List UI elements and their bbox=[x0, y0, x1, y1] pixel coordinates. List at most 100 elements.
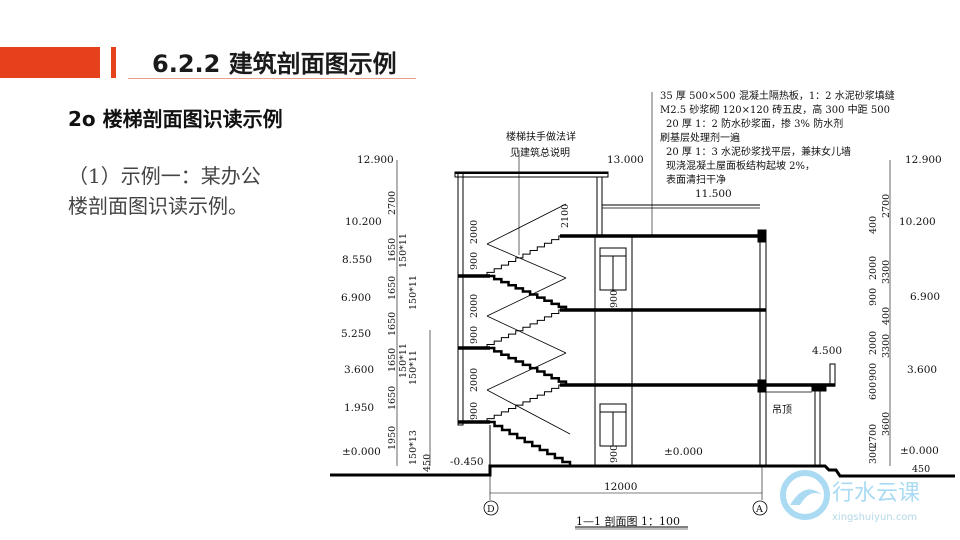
dimension-label: 2700 bbox=[387, 191, 398, 215]
stair-handrail bbox=[486, 203, 567, 245]
dimension-label: 900 bbox=[469, 252, 480, 270]
axis-d-label: D bbox=[487, 504, 495, 515]
roof-note: 35 厚 500×500 混凝土隔热板，1：2 水泥砂浆填缝 bbox=[660, 89, 895, 102]
roof-note: 刷基层处理剂一遍 bbox=[660, 131, 740, 144]
subheading: 2o 楼梯剖面图识读示例 bbox=[68, 107, 283, 131]
elevation-label: 6.900 bbox=[910, 291, 940, 303]
roof-note: M2.5 砂浆砌 120×120 砖五皮，高 300 中距 500 bbox=[660, 103, 890, 116]
dimension-label: 2000 bbox=[469, 368, 480, 392]
body-line-2: 楼剖面图识读示例。 bbox=[68, 194, 248, 218]
elevation-label: 12.900 bbox=[905, 154, 942, 166]
stair-handrail bbox=[486, 352, 567, 391]
dimension-label: 3600 bbox=[881, 412, 892, 436]
body-text: （1）示例一：某办公 楼剖面图识读示例。 bbox=[68, 161, 261, 221]
stair-handrail bbox=[486, 315, 567, 354]
stair-flight bbox=[486, 309, 566, 348]
dimension-label: 600 bbox=[868, 382, 879, 400]
elevation-label: 12.900 bbox=[357, 154, 394, 166]
right-dimensions: 2700 400 2000 3300 900 400 2000 3300 900… bbox=[868, 194, 930, 475]
left-elevations: 12.900 10.200 8.550 6.900 5.250 3.600 1.… bbox=[341, 154, 394, 458]
elevation-label: 13.000 bbox=[607, 154, 644, 166]
dimension-label: 450 bbox=[912, 464, 930, 475]
elevation-label: ±0.000 bbox=[900, 445, 939, 457]
accent-bar-thin bbox=[111, 47, 116, 78]
dimension-label: 150*11 bbox=[408, 350, 419, 385]
building-structure bbox=[330, 92, 955, 530]
left-dimensions: 2700 1650 1650 1650 1650 1650 1950 450 1… bbox=[387, 191, 433, 472]
dimension-label: 400 bbox=[881, 307, 892, 325]
dimension-label: 2000 bbox=[868, 331, 879, 355]
dimension-label: 1650 bbox=[387, 238, 398, 262]
elevation-label: 8.550 bbox=[342, 254, 372, 266]
dimension-label: 400 bbox=[868, 216, 879, 234]
dimension-label: 2000 bbox=[868, 256, 879, 280]
axis-a-bubble bbox=[752, 500, 768, 516]
elevation-label: 3.600 bbox=[907, 364, 937, 376]
watermark-logo-icon bbox=[780, 470, 830, 520]
watermark: 行水云课 xingshuiyun.com bbox=[780, 470, 920, 523]
ground-line bbox=[330, 464, 955, 478]
stair-flight bbox=[487, 346, 568, 385]
axis-a-label: A bbox=[755, 504, 763, 515]
dimension-label: 2000 bbox=[469, 294, 480, 318]
elevation-label: -0.450 bbox=[450, 456, 484, 468]
stair-handrail bbox=[486, 277, 567, 317]
stair-note: 楼梯扶手做法详 bbox=[506, 130, 576, 143]
roof-notes: 35 厚 500×500 混凝土隔热板，1：2 水泥砂浆填缝 M2.5 砂浆砌 … bbox=[660, 89, 895, 186]
accent-bar bbox=[0, 47, 100, 78]
elevation-label: 1.950 bbox=[344, 402, 374, 414]
elevation-label: 5.250 bbox=[341, 328, 371, 340]
elevation-label: 4.500 bbox=[812, 345, 842, 357]
dimension-label: 2700 bbox=[881, 194, 892, 218]
stair-flight bbox=[486, 384, 566, 422]
dimension-label: 3300 bbox=[881, 260, 892, 284]
roof-note: 现浇混凝土屋面板结构起坡 2%， bbox=[666, 159, 815, 172]
stair-handrail bbox=[486, 389, 571, 435]
elevation-label: ±0.000 bbox=[664, 446, 703, 458]
roof-note: 20 厚 1：2 防水砂浆面，掺 3% 防水剂 bbox=[666, 117, 843, 130]
dimension-label: 2100 bbox=[560, 204, 571, 228]
elevation-label: 11.500 bbox=[695, 188, 732, 200]
span-dimension: 12000 bbox=[604, 481, 637, 493]
dimension-label: 900 bbox=[469, 402, 480, 420]
dimension-label: 300 bbox=[868, 446, 879, 464]
dimension-label: 900 bbox=[469, 326, 480, 344]
dimension-label: 150*13 bbox=[408, 430, 419, 465]
stair-note: 见建筑总说明 bbox=[510, 146, 570, 159]
dimension-label: 150*11 bbox=[398, 233, 409, 268]
dimension-label: 1650 bbox=[387, 312, 398, 336]
axis-d-bubble bbox=[483, 500, 499, 516]
title-underline bbox=[128, 78, 416, 79]
elevation-label: 6.900 bbox=[341, 292, 371, 304]
dimension-label: 1650 bbox=[387, 348, 398, 372]
stair-handrail bbox=[486, 243, 567, 279]
dimension-label: 1650 bbox=[387, 276, 398, 300]
roof-note: 20 厚 1：3 水泥砂浆找平层，兼抹女儿墙 bbox=[666, 145, 851, 158]
dimension-label: 1950 bbox=[387, 426, 398, 450]
stair-flight bbox=[487, 274, 568, 310]
dimension-label: 3300 bbox=[881, 334, 892, 358]
watermark-url: xingshuiyun.com bbox=[832, 512, 917, 523]
elevation-label: 10.200 bbox=[345, 216, 382, 228]
dimension-label: 900 bbox=[868, 288, 879, 306]
drawing-title: 1—1 剖面图 1：100 bbox=[576, 514, 680, 528]
stair-flights bbox=[486, 203, 572, 466]
roof-note: 表面清扫干净 bbox=[666, 173, 726, 186]
stair-dimensions: 2000 900 2000 900 2000 900 2100 900 900 bbox=[469, 204, 620, 463]
body-line-1: （1）示例一：某办公 bbox=[68, 164, 261, 188]
dimension-label: 2700 bbox=[868, 424, 879, 448]
ceiling-label: 吊顶 bbox=[772, 404, 792, 416]
left-wall bbox=[457, 172, 464, 426]
dimension-label: 150*11 bbox=[398, 343, 409, 378]
right-elevations: 12.900 10.200 6.900 3.600 ±0.000 bbox=[899, 154, 942, 457]
dimension-label: 150*11 bbox=[408, 275, 419, 310]
dimension-label: 2000 bbox=[469, 220, 480, 244]
elevation-label: 3.600 bbox=[344, 364, 374, 376]
dimension-label: 900 bbox=[609, 290, 620, 308]
stair-flight bbox=[487, 420, 572, 466]
stair-flight bbox=[486, 235, 566, 276]
elevation-label: 10.200 bbox=[899, 216, 936, 228]
slide-title: 6.2.2 建筑剖面图示例 bbox=[152, 50, 397, 78]
dimension-label: 900 bbox=[868, 363, 879, 381]
